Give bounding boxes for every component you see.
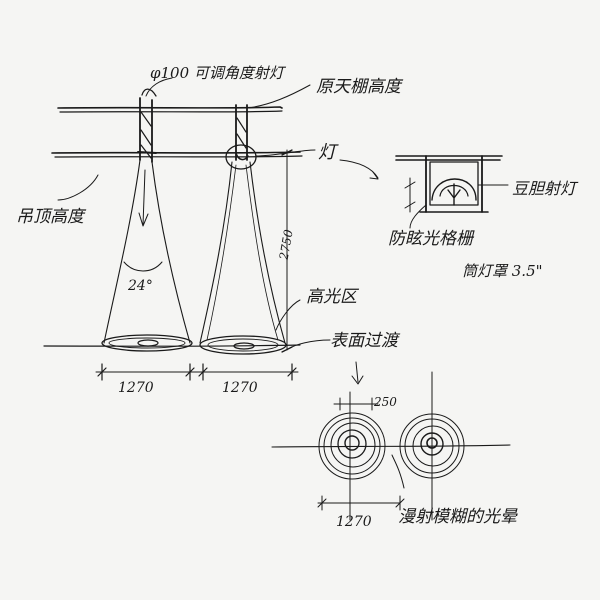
fixture-spec-label: φ100 可调角度射灯 xyxy=(150,64,287,82)
surface-transition-label: 表面过渡 xyxy=(330,331,401,351)
height-dim-label: 2750 xyxy=(277,228,296,262)
spacing-label-1: 1270 xyxy=(118,380,154,396)
beam-angle-label: 24° xyxy=(127,278,153,294)
lamp-shade-label: 筒灯罩 3.5" xyxy=(462,262,543,280)
spacing-label-2: 1270 xyxy=(222,380,258,396)
recessed-light-label: 豆胆射灯 xyxy=(512,179,579,198)
plan-dim-label: 250 xyxy=(373,395,397,409)
plan-view xyxy=(271,371,511,521)
plan-circle-left xyxy=(318,412,386,480)
spacing-label-3: 1270 xyxy=(336,514,372,530)
ceiling-height-label: 吊顶高度 xyxy=(16,207,87,227)
left-fixture xyxy=(137,88,157,163)
right-fixture xyxy=(225,104,257,170)
floor-dimension xyxy=(43,344,301,381)
highlight-label: 高光区 xyxy=(306,287,360,307)
lamp-label: 灯 xyxy=(318,142,339,163)
right-beam xyxy=(199,161,287,355)
left-beam xyxy=(101,159,193,352)
original-ceiling-label: 原天棚高度 xyxy=(316,77,404,97)
leader-lines xyxy=(57,77,405,489)
diffuse-blur-label: 漫射模糊的光晕 xyxy=(398,507,518,527)
anti-glare-label: 防眩光格栅 xyxy=(388,229,475,249)
plan-circle-right xyxy=(399,413,465,479)
downlight-detail xyxy=(395,155,509,229)
ceiling-lines xyxy=(51,106,303,158)
